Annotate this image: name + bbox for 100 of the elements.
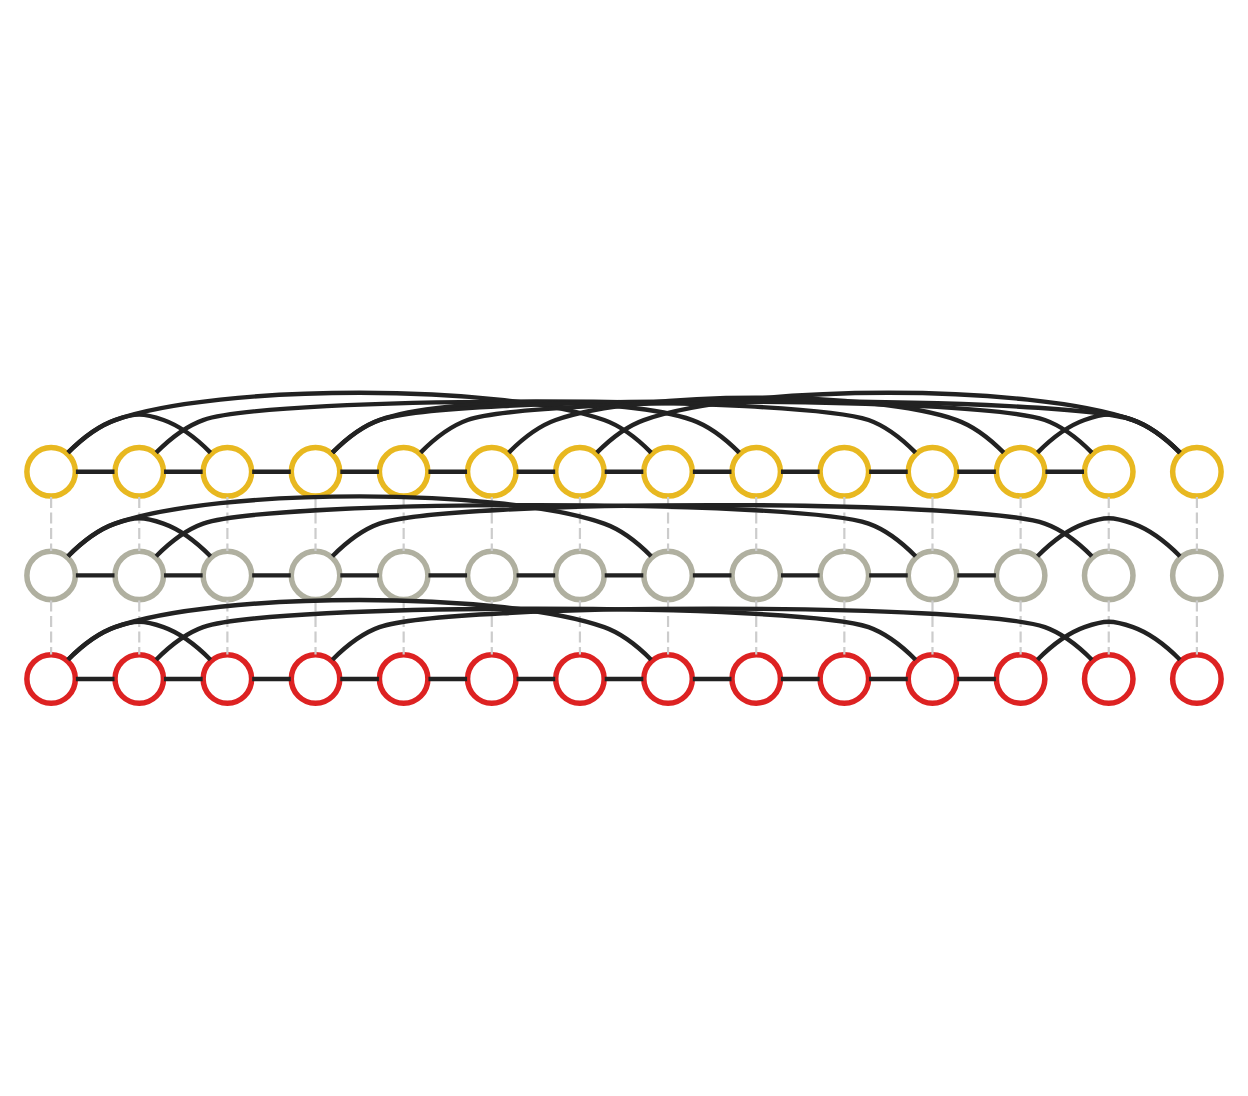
connector [330, 502, 1094, 558]
node-circle [376, 651, 431, 706]
connector [781, 469, 820, 475]
connector [419, 399, 1182, 455]
node-circle [464, 444, 519, 499]
connector [755, 600, 758, 655]
node-circle [200, 651, 255, 706]
connector [340, 676, 379, 682]
connector [50, 600, 53, 655]
node-circle [993, 548, 1048, 603]
node-circle [464, 548, 519, 603]
node-circle [905, 548, 960, 603]
node-circle [112, 651, 167, 706]
connector [1195, 497, 1198, 551]
node-circle [464, 651, 519, 706]
connector [164, 469, 203, 475]
node-circle [817, 444, 872, 499]
connector [957, 469, 996, 475]
node-circle [905, 444, 960, 499]
connector [1107, 600, 1110, 655]
connector [330, 399, 1094, 455]
connector [154, 606, 918, 662]
connector [66, 390, 653, 455]
connector [957, 573, 996, 578]
connector [516, 573, 556, 578]
node-circle [1081, 651, 1136, 706]
node-circle [817, 548, 872, 603]
connector [154, 502, 918, 558]
connector [428, 573, 468, 578]
connector [75, 573, 115, 578]
connector [869, 676, 908, 682]
connector [666, 497, 670, 551]
connector [1019, 600, 1022, 655]
connector [931, 600, 934, 655]
connector [314, 497, 317, 551]
node-circle [112, 444, 167, 499]
node-circle [24, 548, 79, 603]
connector [340, 573, 379, 578]
node-circle [288, 444, 343, 499]
connector [692, 573, 732, 578]
connector [578, 600, 582, 655]
node-circle [729, 651, 784, 706]
connector [138, 497, 141, 551]
connector [1045, 469, 1084, 475]
node-circle [729, 444, 784, 499]
connector [516, 676, 556, 682]
connector [931, 497, 934, 551]
connector [755, 497, 758, 551]
node-circle [729, 548, 784, 603]
node-circle [288, 651, 343, 706]
connector [578, 497, 582, 551]
connector [781, 676, 820, 682]
connector [252, 469, 291, 475]
connector [1035, 516, 1182, 558]
connector [164, 573, 203, 578]
connector [692, 676, 732, 682]
node-circle [552, 651, 607, 706]
connector [402, 497, 405, 551]
connector [226, 600, 229, 655]
connector [402, 600, 405, 655]
connector [869, 469, 908, 475]
connector [490, 600, 493, 655]
connector [781, 573, 820, 578]
node-circle [376, 444, 431, 499]
connector [314, 600, 317, 655]
node-circle [200, 444, 255, 499]
node-circle [1169, 444, 1224, 499]
connector [604, 676, 644, 682]
connector [843, 497, 846, 551]
connector [1107, 497, 1110, 551]
connector [869, 573, 908, 578]
node-circle [552, 548, 607, 603]
connector [75, 469, 115, 475]
node-circle [817, 651, 872, 706]
node-circle [641, 548, 696, 603]
connector [252, 573, 291, 578]
connector [164, 676, 203, 682]
connector [1035, 619, 1182, 662]
connector [490, 497, 493, 551]
connector [226, 497, 229, 551]
connector [1019, 497, 1022, 551]
connector [50, 497, 53, 551]
node-circle [993, 444, 1048, 499]
connector [75, 676, 115, 682]
connector [1195, 600, 1198, 655]
connector [252, 676, 291, 682]
node-circle [1081, 444, 1136, 499]
connector [330, 606, 1094, 662]
node-circle [288, 548, 343, 603]
connector [843, 600, 846, 655]
node-circle [1169, 548, 1224, 603]
node-circle [905, 651, 960, 706]
connector [138, 600, 141, 655]
connector [507, 395, 1006, 455]
connector [957, 676, 996, 682]
connector [154, 399, 918, 455]
connector [666, 600, 670, 655]
node-circle [24, 651, 79, 706]
node-circle [552, 444, 607, 499]
node-circle [641, 444, 696, 499]
